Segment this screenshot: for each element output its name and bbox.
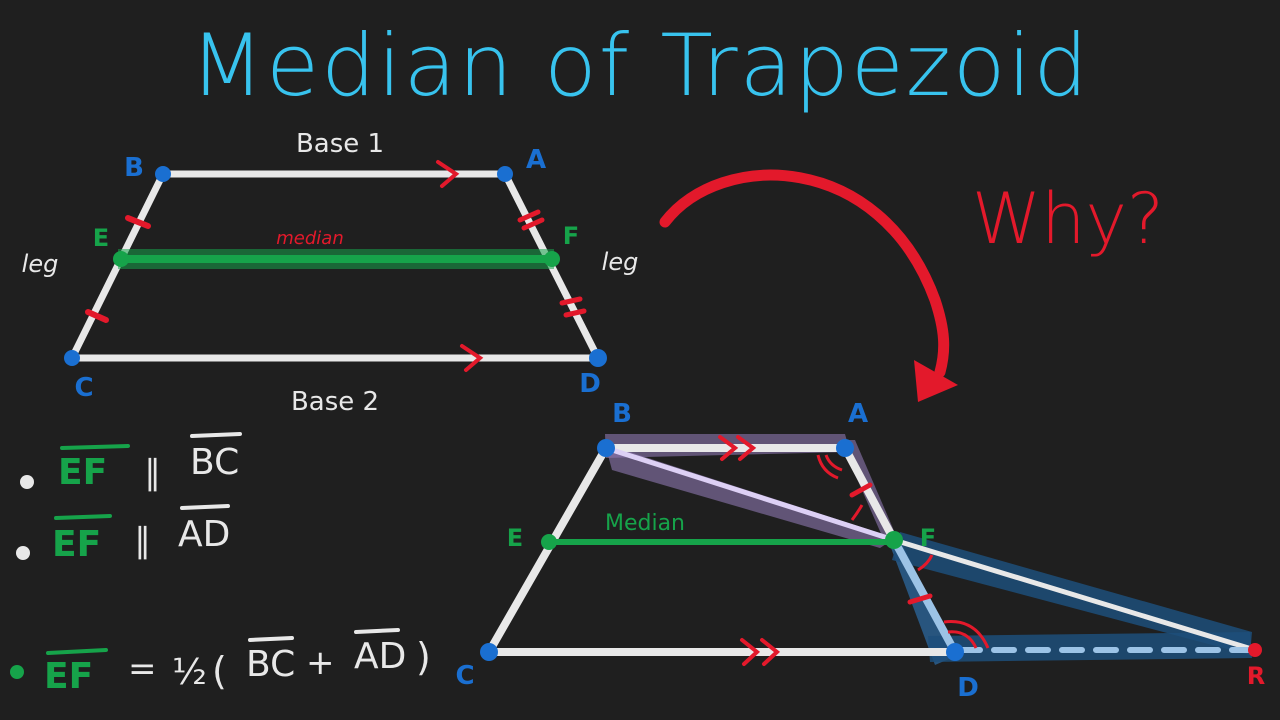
- property-1-relation: ∥: [144, 453, 161, 493]
- double-parallel-arrow-icon: [740, 638, 781, 666]
- property-3-ad: AD: [354, 636, 406, 677]
- property-3-bc: BC: [246, 644, 295, 685]
- blue-highlight-base: [928, 632, 1252, 662]
- leg-right-label: leg: [602, 248, 639, 276]
- vertex-d-dot: [589, 349, 607, 367]
- parallel-arrow-icon: [436, 160, 460, 188]
- vertex-r-label: R: [1247, 662, 1265, 690]
- angle-arc-icon: [917, 554, 934, 572]
- property-item: EF = ½ ( BC + AD ): [10, 628, 431, 697]
- curved-arrow: [659, 169, 958, 402]
- property-1-rhs: BC: [190, 442, 239, 483]
- overline: [54, 514, 112, 520]
- why-label: Why?: [972, 178, 1164, 260]
- leg-left-label: leg: [22, 250, 59, 278]
- property-3-open-paren: (: [212, 649, 227, 693]
- page-title: Median of Trapezoid: [190, 16, 1090, 116]
- congruent-double-tick-icon: [559, 296, 583, 306]
- property-item: EF ∥ BC: [20, 432, 242, 493]
- vertex-e-dot: [113, 251, 129, 267]
- property-3-lhs: EF: [44, 656, 93, 697]
- vertex-b-dot: [155, 166, 171, 182]
- overline: [190, 432, 242, 438]
- property-3-half: ½: [172, 652, 207, 693]
- median-label: Median: [605, 511, 685, 536]
- property-2-rhs: AD: [178, 514, 230, 555]
- overline: [60, 444, 130, 450]
- blue-highlight-leg: [888, 540, 958, 665]
- double-parallel-arrow-icon: [718, 435, 757, 461]
- angle-arc-icon: [816, 454, 839, 480]
- vertex-a-dot: [497, 166, 513, 182]
- vertex-e-dot: [541, 534, 557, 550]
- vertex-d-label: D: [579, 369, 601, 399]
- congruent-tick-icon: [849, 482, 873, 498]
- congruent-double-tick-icon: [517, 209, 541, 223]
- vertex-c-label: C: [74, 373, 93, 403]
- vertex-f-label: F: [920, 524, 936, 552]
- property-3-equals: =: [128, 649, 157, 689]
- base2-label: Base 2: [291, 387, 379, 417]
- angle-arc-icon: [943, 620, 990, 649]
- angle-arc-icon: [850, 504, 864, 521]
- property-1-lhs: EF: [58, 452, 107, 493]
- diagonal-bf-line: [603, 445, 897, 543]
- vertex-a-label: A: [848, 399, 868, 429]
- vertex-d-dot: [946, 643, 964, 661]
- segment-fr-line: [891, 537, 1258, 653]
- congruent-tick-icon: [907, 593, 933, 605]
- vertex-a-label: A: [526, 145, 546, 175]
- vertex-d-label: D: [957, 673, 979, 703]
- congruent-double-tick-icon: [521, 217, 545, 231]
- vertex-f-dot: [885, 531, 903, 549]
- bullet-icon: [10, 665, 24, 679]
- properties-list: EF ∥ BC EF ∥ AD EF = ½ ( BC + AD ): [10, 432, 431, 697]
- vertex-b-label: B: [124, 153, 144, 183]
- parallel-arrow-icon: [460, 344, 484, 372]
- vertex-e-label: E: [507, 524, 523, 552]
- congruent-tick-icon: [85, 309, 109, 323]
- bottom-trapezoid: B A C D E F R Median: [455, 399, 1265, 703]
- median-label: median: [276, 228, 343, 249]
- property-2-lhs: EF: [52, 524, 101, 565]
- right-leg-upper-line: [841, 444, 898, 544]
- property-item: EF ∥ AD: [16, 504, 230, 565]
- property-2-relation: ∥: [134, 521, 151, 561]
- property-3-close-paren: ): [416, 635, 431, 679]
- overline: [180, 504, 230, 510]
- left-leg-line: [485, 444, 610, 656]
- property-3-plus: +: [306, 643, 335, 683]
- top-trapezoid: B A C D E F Base 1 Base 2 median leg leg: [22, 129, 639, 417]
- bullet-icon: [16, 546, 30, 560]
- overline: [248, 636, 294, 642]
- vertex-r-dot: [1248, 643, 1262, 657]
- vertex-c-dot: [64, 350, 80, 366]
- curved-arrow-icon: [659, 169, 950, 378]
- vertex-c-label: C: [455, 661, 474, 691]
- congruent-tick-icon: [125, 215, 151, 229]
- vertex-e-label: E: [93, 224, 109, 252]
- angle-arc-icon: [824, 454, 843, 472]
- arrowhead-icon: [914, 360, 958, 402]
- bullet-icon: [20, 475, 34, 489]
- congruent-double-tick-icon: [563, 308, 587, 318]
- vertex-c-dot: [480, 643, 498, 661]
- angle-arc-icon: [947, 630, 978, 649]
- overline: [46, 648, 108, 655]
- overline: [354, 628, 400, 634]
- vertex-f-dot: [544, 251, 560, 267]
- vertex-f-label: F: [563, 222, 579, 250]
- vertex-a-dot: [836, 439, 854, 457]
- base1-label: Base 1: [296, 129, 384, 159]
- vertex-b-label: B: [612, 399, 632, 429]
- vertex-b-dot: [597, 439, 615, 457]
